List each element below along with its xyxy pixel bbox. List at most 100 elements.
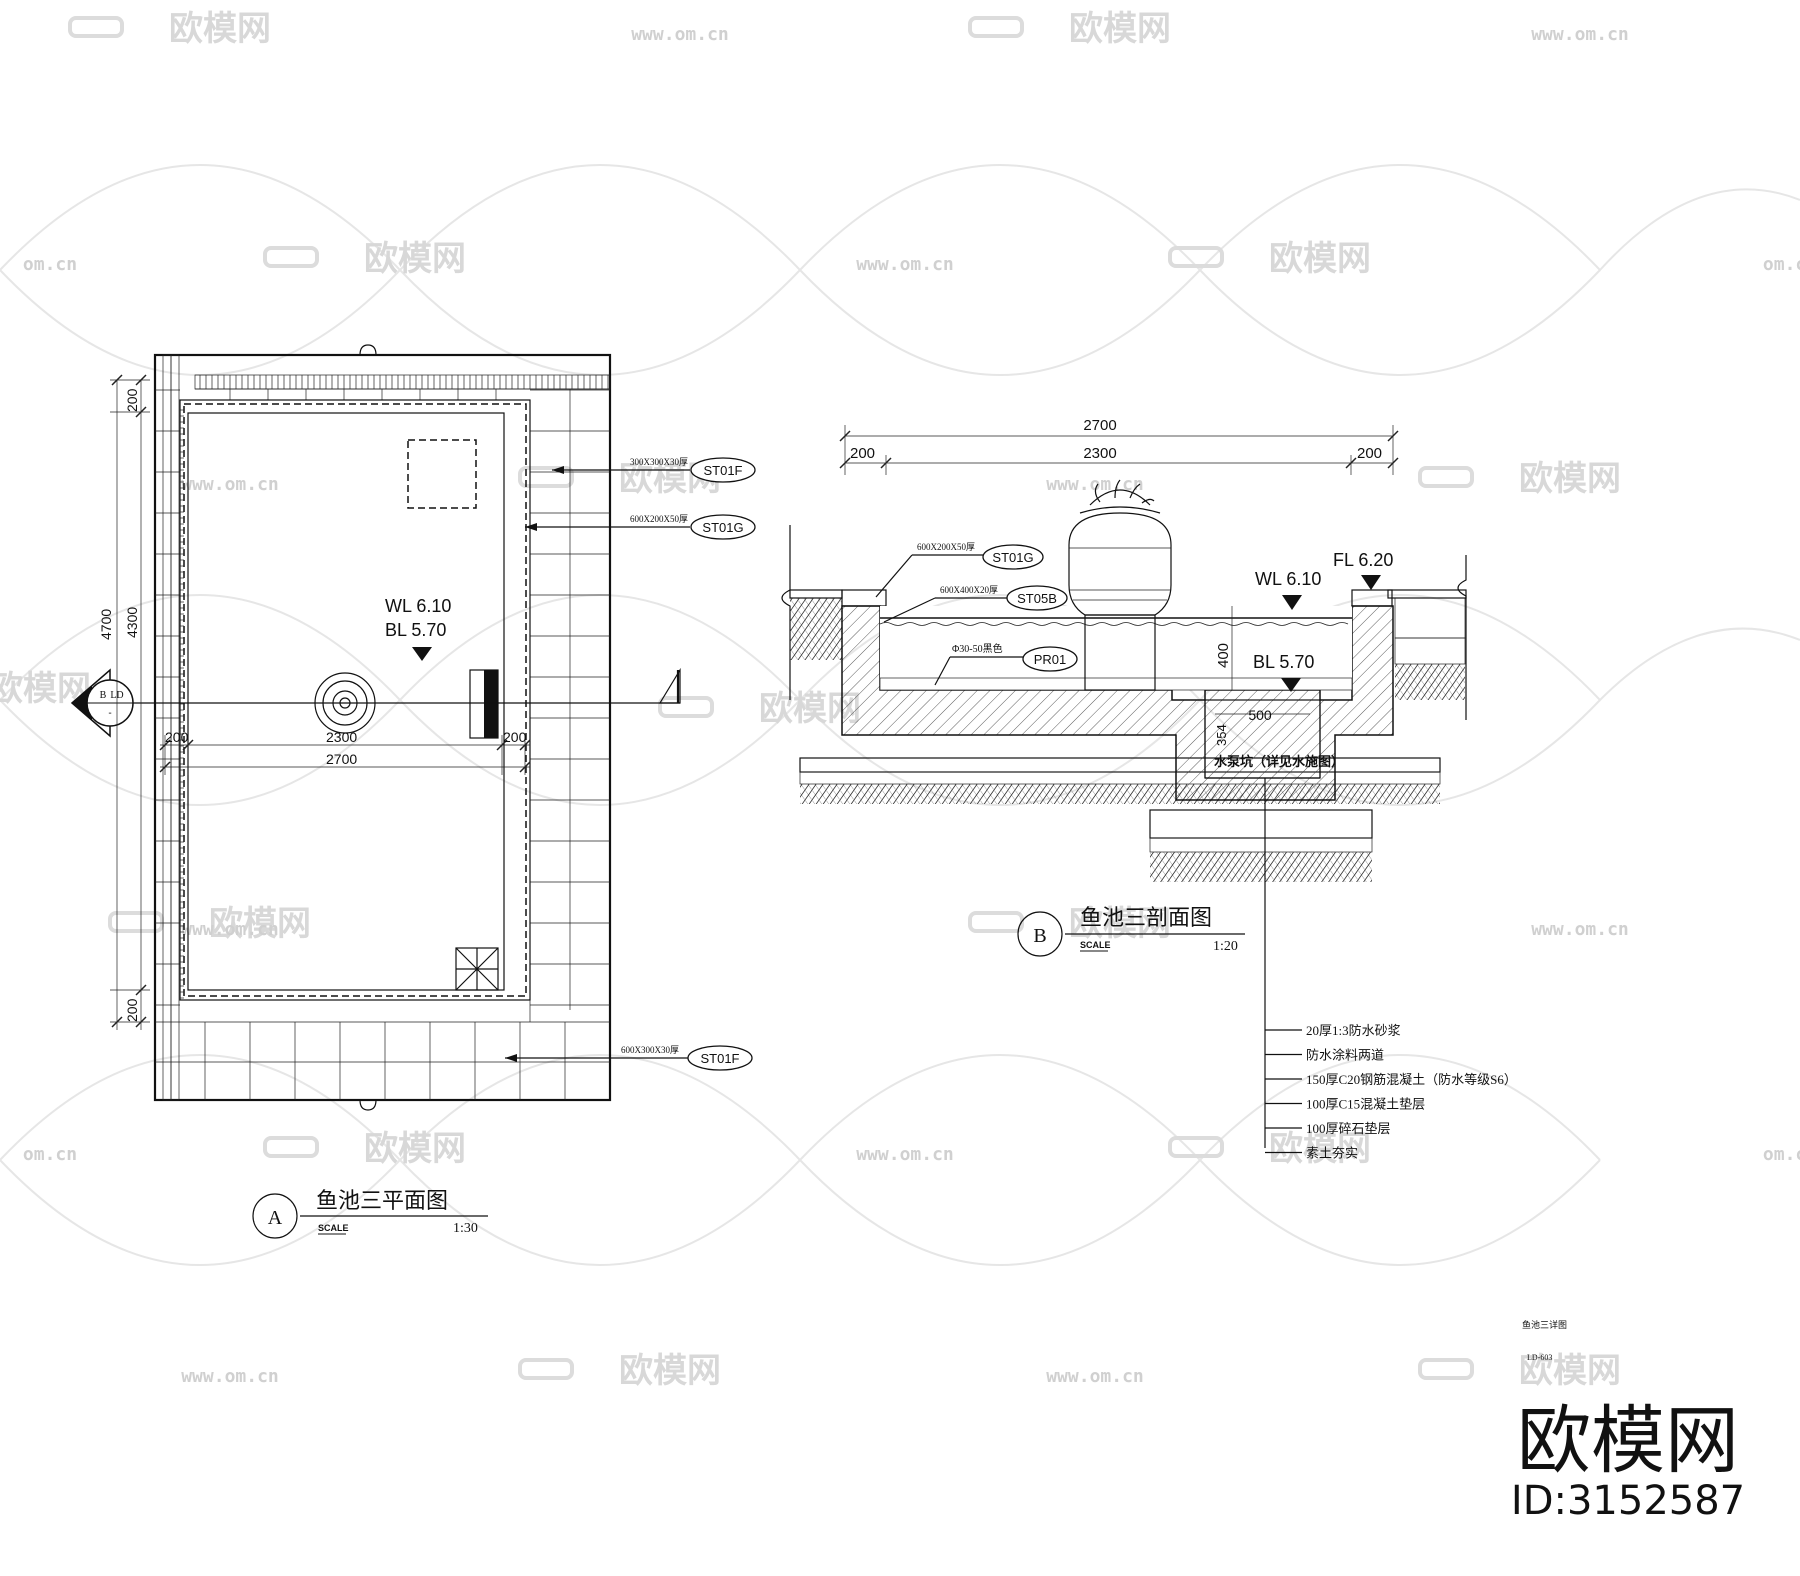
watermark-sofa-icon — [518, 1358, 574, 1380]
sheet-number: LD-603 — [1527, 1353, 1552, 1362]
plan-section-ref-marker: B LD - — [70, 668, 134, 738]
watermark-url: www.om.cn — [856, 254, 954, 275]
section-pit-foundation — [1149, 809, 1373, 839]
watermark-sofa-icon — [263, 1136, 319, 1158]
plan-dim-inner-height: 4300 — [124, 607, 140, 638]
watermark-logo: 欧模网 — [619, 1351, 721, 1391]
svg-text:-: - — [108, 708, 111, 719]
plan-pond-wall — [179, 399, 531, 1001]
plan-dim-edge-top: 200 — [124, 388, 140, 412]
plan-dim-total-height: 4700 — [98, 609, 114, 640]
watermark-logo: 欧模网 — [364, 1129, 466, 1169]
svg-text:600X300X30厚: 600X300X30厚 — [621, 1045, 679, 1055]
watermark-logo: 欧模网 — [1519, 459, 1621, 499]
watermark-url: www.om.cn — [181, 1366, 279, 1387]
section-dim-total: 2700 — [1083, 417, 1116, 434]
section-layer-label: 防水涂料两道 — [1306, 1048, 1384, 1063]
section-dim-depth: 400 — [1215, 643, 1232, 668]
watermark-sofa-icon — [968, 16, 1024, 38]
plan-pond-coping-dash — [183, 403, 527, 997]
plan-section-ref-letter: B — [100, 690, 107, 701]
watermark-sofa-icon — [68, 16, 124, 38]
watermark-sofa-icon — [108, 911, 164, 933]
watermark-logo: 欧模网 — [1269, 239, 1371, 279]
watermark-logo: 欧模网 — [1269, 1129, 1371, 1169]
svg-text:600X200X50厚: 600X200X50厚 — [917, 542, 975, 552]
plan-dim-edge-right: 200 — [503, 729, 527, 745]
section-view: 2700 200 2300 200 — [781, 417, 1517, 1161]
watermark-sofa-icon — [1168, 1136, 1224, 1158]
plan-callout-3: 600X300X30厚 ST01F — [505, 1045, 753, 1071]
watermark-layer: 欧模网欧模网欧模网欧模网欧模网欧模网欧模网欧模网欧模网欧模网欧模网欧模网欧模网欧… — [0, 9, 1800, 1391]
plan-tag-st01f-bottom: ST01F — [700, 1051, 739, 1066]
sheet-title: 鱼池三详图 — [1522, 1319, 1567, 1330]
watermark-sofa-icon — [658, 696, 714, 718]
section-dim-inner: 2300 — [1083, 445, 1116, 462]
section-layer-label: 100厚C15混凝土垫层 — [1306, 1097, 1425, 1112]
section-callout-1: 600X200X50厚 ST01G — [875, 542, 1044, 598]
section-title: 鱼池三剖面图 — [1080, 905, 1212, 930]
section-layer-label: 素土夯实 — [1306, 1146, 1358, 1161]
svg-text:600X200X50厚: 600X200X50厚 — [630, 514, 688, 524]
section-layer-label: 20厚1:3防水砂浆 — [1306, 1023, 1401, 1038]
plan-drain-box — [407, 439, 477, 509]
svg-text:600X400X20厚: 600X400X20厚 — [940, 585, 998, 595]
section-callout-2: 600X400X20厚 ST05B — [883, 585, 1068, 623]
watermark-url: www.om.cn — [181, 919, 279, 940]
watermark-url: www.om.cn — [181, 474, 279, 495]
plan-bottom-paving — [155, 1000, 610, 1100]
plan-title: 鱼池三平面图 — [316, 1188, 448, 1213]
section-dim-right: 200 — [1357, 445, 1382, 462]
section-water-level: WL 6.10 — [1255, 569, 1321, 589]
plan-dim-total-width: 2700 — [326, 751, 357, 767]
section-scale: 1:20 — [1213, 939, 1238, 954]
watermark-url: www.om.cn — [1046, 1366, 1144, 1387]
watermark-logo: 欧模网 — [1069, 9, 1171, 49]
watermark-sofa-icon — [263, 246, 319, 268]
watermark-sofa-icon — [1418, 1358, 1474, 1380]
plan-dim-inner-width: 2300 — [326, 729, 357, 745]
watermark-sofa-icon — [518, 466, 574, 488]
section-fl-triangle — [1361, 575, 1381, 590]
section-scale-label: SCALE — [1080, 940, 1111, 950]
plan-title-block: A 鱼池三平面图 SCALE 1:30 — [252, 1188, 488, 1239]
plan-level-triangle — [412, 647, 432, 661]
plan-callout-1: 300X300X30厚 ST01F — [552, 457, 756, 483]
plan-outer-edge — [153, 353, 612, 1102]
plan-water-level: WL 6.10 — [385, 596, 451, 616]
section-callout-3: Φ30-50黑色 PR01 — [934, 642, 1078, 686]
section-concrete-shell — [841, 605, 1394, 801]
section-dim-left: 200 — [850, 445, 875, 462]
plan-tag-st01g: ST01G — [702, 520, 743, 535]
watermark-url: www.om.cn — [1531, 24, 1629, 45]
section-tag-pr01: PR01 — [1034, 652, 1067, 667]
section-fountain-jar — [1068, 479, 1172, 691]
watermark-logo: 欧模网 — [364, 239, 466, 279]
brand-logo-text: 欧模网 — [1517, 1398, 1739, 1484]
section-layer-label: 100厚碎石垫层 — [1306, 1121, 1391, 1136]
section-bottom-level: BL 5.70 — [1253, 652, 1314, 672]
plan-paving-tiles — [155, 388, 610, 1010]
watermark-url: om.cn — [1763, 1144, 1800, 1165]
svg-text:300X300X30厚: 300X300X30厚 — [630, 457, 688, 467]
section-dim-pit-depth: 354 — [1214, 724, 1229, 746]
plan-drain-grate — [455, 947, 499, 991]
plan-pump-panel — [484, 670, 498, 738]
section-layer-leader — [1264, 778, 1302, 1154]
section-marker-letter: B — [1033, 925, 1046, 947]
watermark-url: www.om.cn — [1531, 919, 1629, 940]
watermark-arcs — [0, 164, 1800, 1266]
plan-tag-st01f-top: ST01F — [703, 463, 742, 478]
section-water-surface — [879, 617, 1352, 626]
svg-text:Φ30-50黑色: Φ30-50黑色 — [952, 642, 1003, 655]
watermark-logo: 欧模网 — [209, 904, 311, 944]
watermark-url: om.cn — [23, 1144, 77, 1165]
plan-scale-label: SCALE — [318, 1223, 349, 1233]
plan-marker-letter: A — [268, 1207, 283, 1229]
section-pump-pit: 水泵坑（详见水施图） 500 354 — [1204, 699, 1344, 779]
plan-callout-2: 600X200X50厚 ST01G — [525, 514, 756, 540]
watermark-logo: 欧模网 — [169, 9, 271, 49]
section-soil — [800, 784, 1440, 804]
section-dim-pit-width: 500 — [1248, 707, 1272, 723]
